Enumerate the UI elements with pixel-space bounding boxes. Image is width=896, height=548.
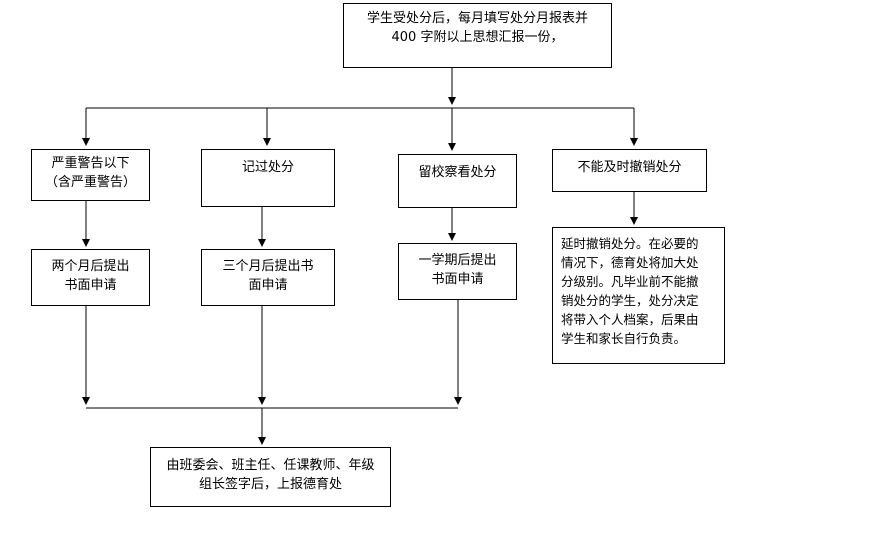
action-box-one-semester: 一学期后提出 书面申请 <box>398 243 517 300</box>
action-box-three-months: 三个月后提出书 面申请 <box>201 249 335 306</box>
action-box-two-months: 两个月后提出 书面申请 <box>31 249 150 306</box>
action-line: 三个月后提出书 <box>222 259 314 274</box>
action-line: 分级别。凡毕业前不能撤 <box>561 274 699 289</box>
action-line: 学生和家长自行负责。 <box>561 331 687 346</box>
action-line: 面申请 <box>248 278 288 293</box>
category-line: （含严重警告） <box>44 175 136 190</box>
action-line: 将带入个人档案，后果由 <box>561 312 699 327</box>
action-line: 两个月后提出 <box>51 259 130 274</box>
action-line: 书面申请 <box>64 278 117 293</box>
category-box-cannot-revoke: 不能及时撤销处分 <box>552 149 707 192</box>
category-box-probation: 留校察看处分 <box>398 154 517 208</box>
action-line: 书面申请 <box>431 272 484 287</box>
category-line: 严重警告以下 <box>51 156 130 171</box>
category-line: 留校察看处分 <box>418 165 497 180</box>
top-box-line: 400 字附以上思想汇报一份， <box>391 30 564 45</box>
top-box-monthly-report: 学生受处分后，每月填写处分月报表并 400 字附以上思想汇报一份， <box>343 3 612 68</box>
action-line: 销处分的学生，处分决定 <box>561 293 699 308</box>
action-line: 情况下，德育处将加大处 <box>561 255 699 270</box>
action-line: 一学期后提出 <box>418 253 497 268</box>
action-line: 延时撤销处分。在必要的 <box>561 236 699 251</box>
action-box-delayed-revocation: 延时撤销处分。在必要的 情况下，德育处将加大处 分级别。凡毕业前不能撤 销处分的… <box>552 227 725 364</box>
category-line: 记过处分 <box>241 160 294 175</box>
top-box-line: 学生受处分后，每月填写处分月报表并 <box>366 11 588 26</box>
category-line: 不能及时撤销处分 <box>577 160 682 175</box>
category-box-demerit: 记过处分 <box>201 149 335 207</box>
bottom-box-line: 组长签字后，上报德育处 <box>198 477 342 492</box>
bottom-box-sign-and-report: 由班委会、班主任、任课教师、年级 组长签字后，上报德育处 <box>150 447 391 507</box>
bottom-box-line: 由班委会、班主任、任课教师、年级 <box>166 458 375 473</box>
category-box-serious-warning: 严重警告以下 （含严重警告） <box>31 149 150 201</box>
